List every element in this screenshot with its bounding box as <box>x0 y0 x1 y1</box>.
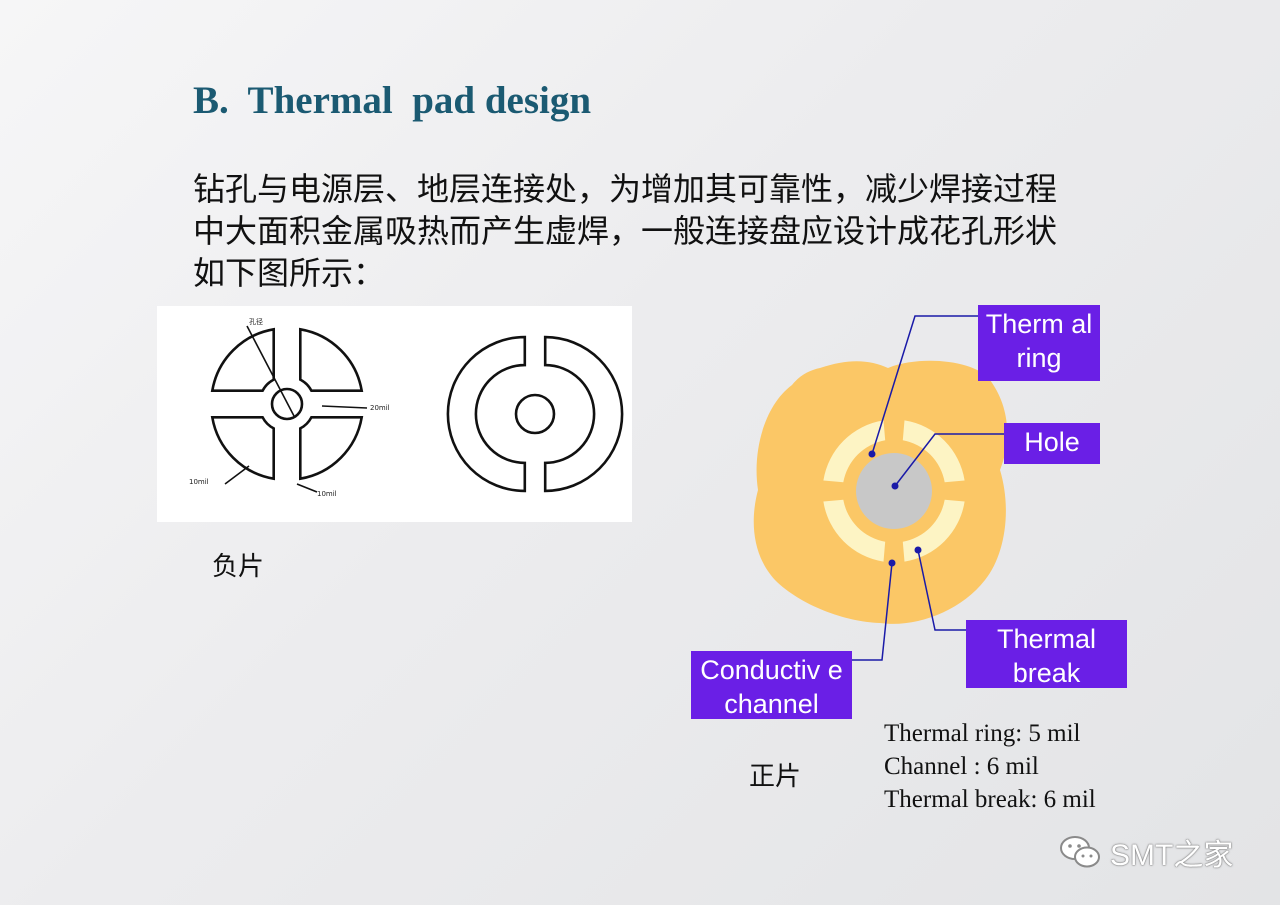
spec-channel: Channel : 6 mil <box>884 753 1039 780</box>
wechat-icon <box>1060 836 1100 868</box>
thermal-ring-segment-top-left <box>823 420 886 483</box>
description-line-2: 中大面积金属吸热而产生虚焊，一般连接盘应设计成花孔形状 <box>193 212 1058 250</box>
leader-thermal-ring <box>871 315 978 455</box>
label-hole: Hole <box>1004 423 1100 464</box>
watermark: SMT之家 <box>1058 830 1233 874</box>
label-thermal-break: Thermal break <box>966 620 1127 688</box>
negative-diagram-svg: 孔径 20mil 10mil 10mil <box>189 317 624 498</box>
dot-thermal-break <box>914 546 922 554</box>
dot-hole <box>891 482 899 490</box>
neg-left-hole <box>270 387 304 421</box>
neg-dim-label-20mil: 20mil <box>370 404 390 412</box>
neg-dim-label-diameter: 孔径 <box>249 317 263 326</box>
negative-diagram-panel: 孔径 20mil 10mil 10mil <box>157 306 632 522</box>
neg-dim-label-10mil-left: 10mil <box>189 478 209 486</box>
positive-caption: 正片 <box>749 762 802 792</box>
neg-right-hole <box>514 393 556 435</box>
neg-left-segment-bottom-right <box>299 416 364 481</box>
spec-thermal-break: Thermal break: 6 mil <box>884 786 1096 813</box>
negative-caption: 负片 <box>212 552 265 582</box>
thermal-ring-segment-bottom-left <box>823 499 886 562</box>
neg-left-segment-top-left <box>210 327 275 392</box>
neg-dim-label-10mil-bottom: 10mil <box>317 490 337 498</box>
label-thermal-ring: Therm al ring <box>978 305 1100 381</box>
dot-thermal-ring <box>868 450 876 458</box>
neg-right-half-right <box>543 335 624 493</box>
neg-left-segment-bottom-left <box>210 416 275 481</box>
watermark-text: SMT之家 <box>1110 839 1234 872</box>
description-text: 钻孔与电源层、地层连接处，为增加其可靠性，减少焊接过程 中大面积金属吸热而产生虚… <box>193 168 1193 294</box>
spec-thermal-ring: Thermal ring: 5 mil <box>884 720 1081 747</box>
hole <box>856 453 932 529</box>
description-line-1: 钻孔与电源层、地层连接处，为增加其可靠性，减少焊接过程 <box>193 170 1058 208</box>
neg-right-half-left <box>446 335 527 493</box>
leader-conductive-channel <box>852 562 893 661</box>
dot-conductive-channel <box>888 559 896 567</box>
leader-thermal-break <box>917 549 966 631</box>
thermal-ring-segment-top-right <box>902 420 965 483</box>
thermal-ring-segment-bottom-right <box>902 499 965 562</box>
label-conductive-channel: Conductiv e channel <box>691 651 852 719</box>
leader-hole <box>894 433 1004 487</box>
spec-list: Thermal ring: 5 mil Channel : 6 mil Ther… <box>884 717 1096 816</box>
description-line-3: 如下图所示： <box>193 254 386 292</box>
neg-left-segment-top-right <box>299 327 364 392</box>
slide-title: B. Thermal pad design <box>193 79 592 122</box>
